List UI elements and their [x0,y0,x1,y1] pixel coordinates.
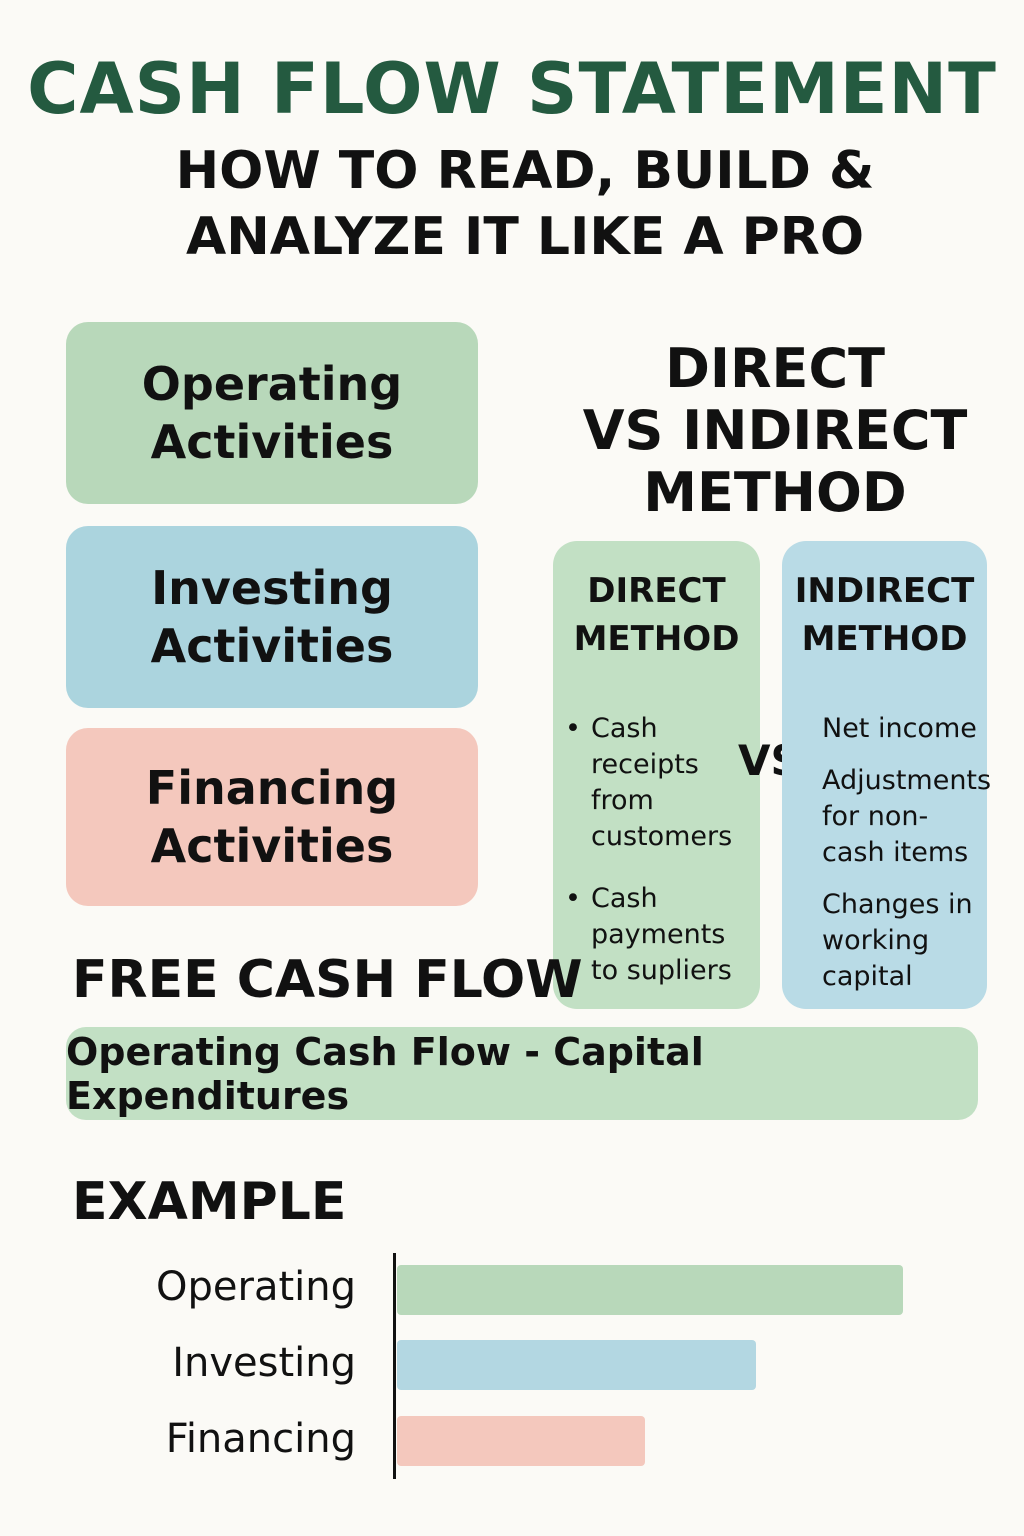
bar-operating [397,1265,903,1315]
free-cash-flow-heading: FREE CASH FLOW [72,950,583,1010]
box-label: Activities [150,415,394,469]
bar-financing [397,1416,645,1466]
indirect-method-title: INDIRECT METHOD [782,567,987,663]
box-label: Financing [145,761,399,815]
page-title: CASH FLOW STATEMENT [27,48,997,130]
box-label: Activities [150,619,394,673]
heading-line: DIRECT [665,337,885,400]
list-item: Changes in working capital [822,889,973,992]
list-item: Net income [822,713,977,744]
bar-investing [397,1340,757,1390]
item-text: Cash payments to supliers [591,883,732,986]
list-item: Adjustments for non-cash items [822,765,992,868]
heading-line: METHOD [643,461,907,524]
subtitle: HOW TO READ, BUILD & ANALYZE IT LIKE A P… [60,138,990,270]
bar-label-financing: Financing [165,1416,356,1462]
bar-label-investing: Investing [172,1340,356,1386]
box-label: Activities [150,819,394,873]
box-label: Operating [141,357,403,411]
box-label: Investing [151,561,393,615]
bar-label-operating: Operating [156,1264,356,1310]
free-cash-flow-formula: Operating Cash Flow - Capital Expenditur… [66,1027,978,1120]
title-line: DIRECT [587,571,726,611]
chart-axis [393,1253,396,1479]
title-line: METHOD [573,619,740,659]
direct-method-card: DIRECT METHOD •Cash receipts from custom… [553,541,760,1009]
subtitle-line-1: HOW TO READ, BUILD & [175,141,875,201]
list-item: •Cash receipts from customers [565,711,745,855]
indirect-method-card: INDIRECT METHOD Net income Adjustments f… [782,541,992,1009]
list-item: •Cash payments to supliers [565,881,745,989]
heading-line: VS INDIRECT [582,399,968,462]
title-line: METHOD [801,619,968,659]
methods-heading: DIRECT VS INDIRECT METHOD [560,338,990,524]
subtitle-line-2: ANALYZE IT LIKE A PRO [185,207,865,267]
direct-method-title: DIRECT METHOD [553,567,760,663]
item-text: Cash receipts from customers [591,713,733,852]
title-line: INDIRECT [794,571,975,611]
example-heading: EXAMPLE [72,1172,347,1232]
